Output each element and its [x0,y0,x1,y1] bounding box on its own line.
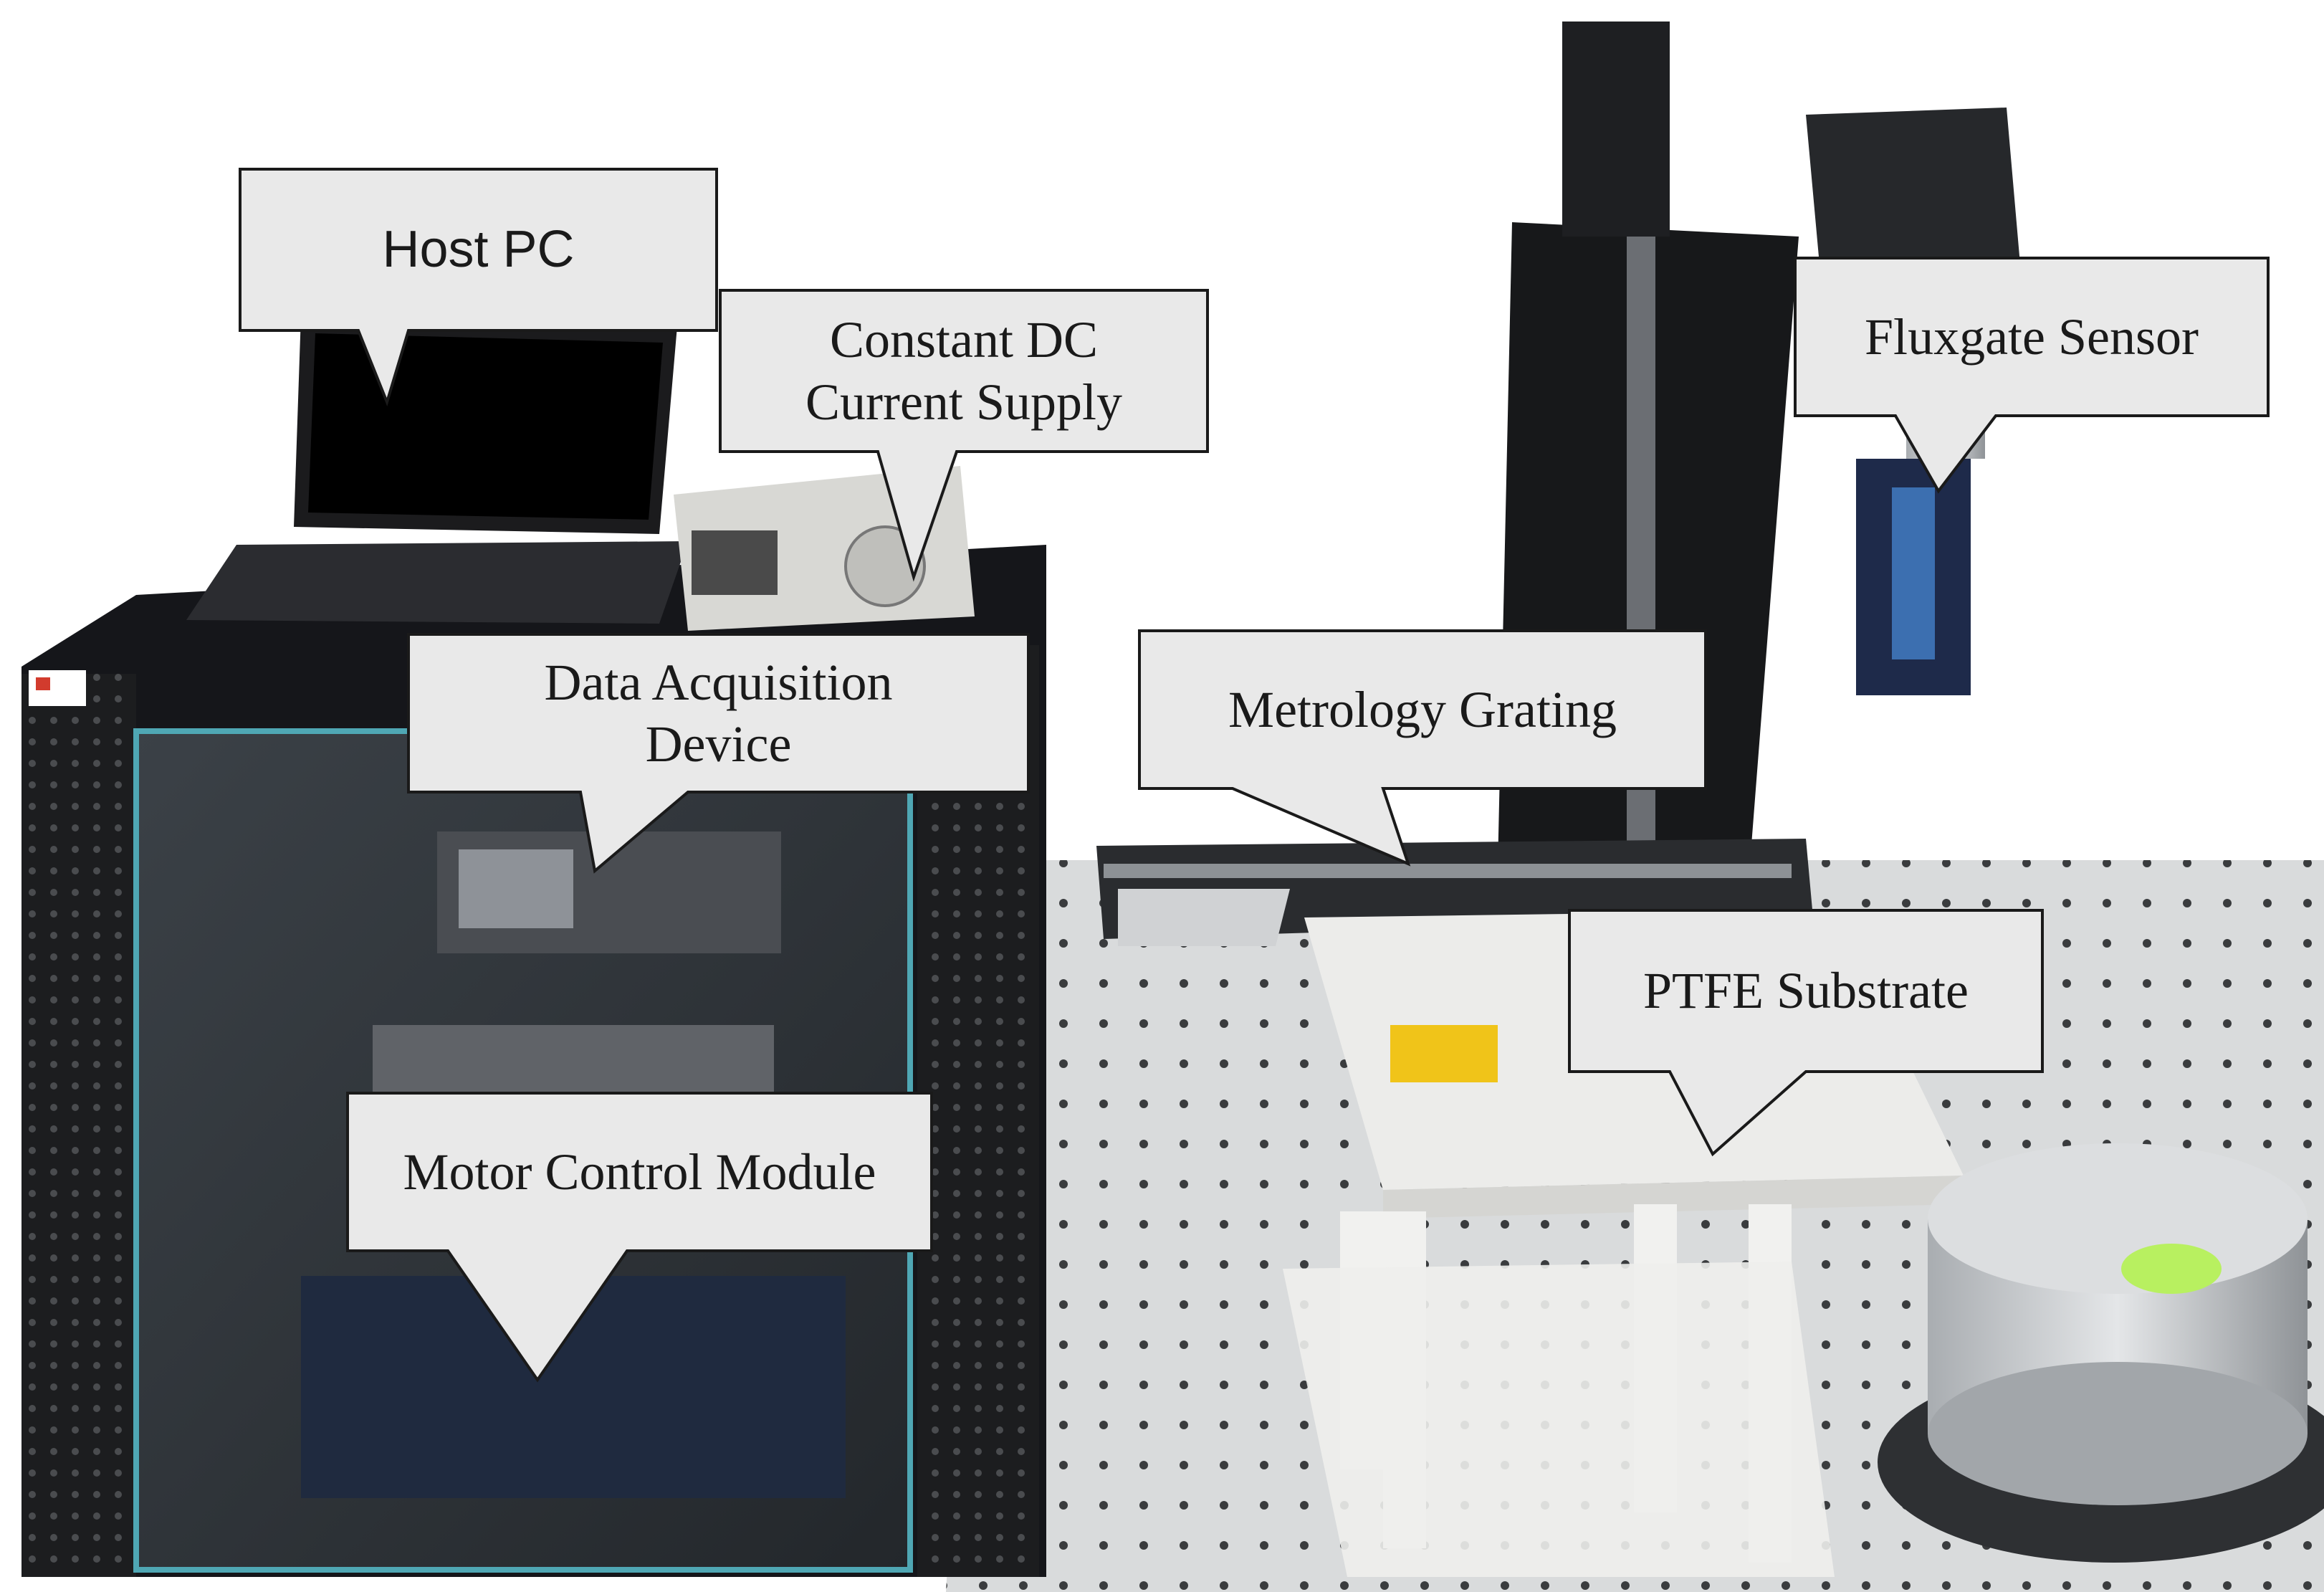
callout-metrology-grating: Metrology Grating [1138,629,1707,867]
vertical-stage [1498,22,2021,882]
label-daq-line1: Data Acquisition [544,653,893,711]
callout-dc-supply: Constant DC Current Supply [719,289,1209,582]
callout-fluxgate-sensor: Fluxgate Sensor [1794,257,2270,494]
label-daq-line2: Device [645,715,792,773]
callout-daq-device: Data Acquisition Device [407,633,1030,874]
label-host-pc: Host PC [382,221,575,279]
label-ptfe-substrate: PTFE Substrate [1642,962,1969,1020]
label-motor-control: Motor Control Module [403,1143,876,1201]
label-dc-supply-line1: Constant DC [829,311,1099,369]
callout-motor-control: Motor Control Module [346,1092,933,1383]
label-fluxgate-sensor: Fluxgate Sensor [1865,308,2199,366]
callout-host-pc: Host PC [239,168,718,407]
ptfe-table [1283,910,1964,1577]
rack-cabinet [21,545,1046,1577]
callout-ptfe-substrate: PTFE Substrate [1568,909,2044,1157]
rotary-stage [1878,1143,2324,1563]
label-dc-supply-line2: Current Supply [805,373,1122,431]
label-metrology-grating: Metrology Grating [1228,680,1617,738]
